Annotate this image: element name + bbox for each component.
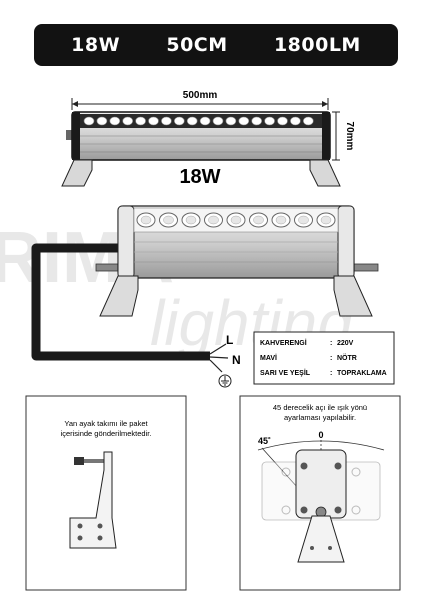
bracket-note-1: Yan ayak takımı ile paket bbox=[64, 419, 148, 428]
led-top-7 bbox=[161, 116, 172, 126]
endcap-screw-3 bbox=[300, 506, 308, 514]
led-main-lens-6 bbox=[253, 215, 264, 225]
led-main-lens-1 bbox=[140, 215, 152, 225]
led-main-lens-3 bbox=[185, 215, 197, 225]
width-label: 500mm bbox=[183, 90, 218, 101]
angle-panel: 45 derecelik açı ile ışık yönü ayarlamas… bbox=[239, 395, 401, 591]
angle-bracket-hole-1 bbox=[310, 546, 314, 550]
led-row-main bbox=[136, 212, 336, 228]
height-dimension: 70mm bbox=[332, 111, 355, 161]
led-main-lens-8 bbox=[298, 215, 309, 225]
length-spec: 50CM bbox=[166, 34, 228, 56]
endcap-screw-2 bbox=[334, 462, 342, 470]
wire-color-2: MAVİ bbox=[260, 354, 277, 362]
led-top-2 bbox=[96, 116, 108, 126]
angle-label: 45˚ bbox=[258, 436, 271, 446]
led-top-16 bbox=[277, 116, 288, 126]
left-foot bbox=[61, 159, 93, 187]
led-top-13 bbox=[238, 116, 250, 126]
led-top-9 bbox=[186, 116, 198, 126]
led-top-1 bbox=[83, 116, 95, 126]
wire-sep-2: : bbox=[330, 355, 332, 362]
led-top-8 bbox=[174, 116, 185, 126]
endcap-screw-1 bbox=[300, 462, 308, 470]
angle-note-2: ayarlaması yapılabilir. bbox=[284, 413, 356, 422]
bracket-note-2: içerisinde gönderilmektedir. bbox=[61, 429, 152, 438]
wire-color-3: SARI VE YEŞİL bbox=[260, 369, 311, 377]
angle-note-1: 45 derecelik açı ile ışık yönü bbox=[273, 403, 367, 412]
main-right-foot bbox=[333, 275, 373, 317]
width-dimension: 500mm bbox=[71, 90, 329, 110]
bolt-head bbox=[74, 457, 84, 465]
height-label: 70mm bbox=[344, 122, 355, 151]
wire-function-2: NÖTR bbox=[337, 353, 357, 362]
led-main-lens-7 bbox=[275, 215, 287, 225]
led-main-lens-4 bbox=[208, 215, 219, 225]
led-top-12 bbox=[225, 116, 237, 126]
led-row-top bbox=[83, 116, 314, 126]
led-top-17 bbox=[290, 116, 301, 126]
power-cable bbox=[31, 243, 210, 361]
ground-icon bbox=[218, 374, 232, 388]
led-top-18 bbox=[302, 116, 314, 126]
wire-function-1: 220V bbox=[337, 340, 354, 347]
wire-ends: L N bbox=[209, 333, 241, 388]
wire-sep-1: : bbox=[330, 340, 332, 347]
main-left-foot bbox=[99, 275, 139, 317]
led-top-6 bbox=[148, 116, 159, 126]
angle-bracket bbox=[297, 515, 345, 563]
wire-sep-3: : bbox=[330, 370, 332, 377]
led-top-3 bbox=[109, 116, 121, 126]
led-top-11 bbox=[212, 116, 224, 126]
bracket-panel: Yan ayak takımı ile paket içerisinde gön… bbox=[25, 395, 187, 591]
lumen-spec: 1800LM bbox=[273, 34, 361, 56]
bracket-hole-4 bbox=[97, 535, 103, 541]
led-top-10 bbox=[199, 116, 211, 126]
power-spec: 18W bbox=[71, 34, 121, 56]
bracket-hole-1 bbox=[77, 523, 83, 529]
led-top-15 bbox=[264, 116, 275, 126]
led-main-lens-9 bbox=[320, 215, 332, 225]
spec-banner: 18W 50CM 1800LM bbox=[34, 24, 398, 66]
angle-bracket-hole-2 bbox=[328, 546, 332, 550]
model-label: 18W bbox=[179, 166, 220, 188]
bracket-hole-2 bbox=[97, 523, 103, 529]
led-top-5 bbox=[135, 116, 146, 126]
terminal-n: N bbox=[232, 353, 241, 367]
right-foot bbox=[309, 159, 341, 187]
endcap-screw-4 bbox=[334, 506, 342, 514]
terminal-l: L bbox=[226, 333, 233, 347]
led-main-lens-2 bbox=[163, 215, 174, 225]
top-fixture: 18W bbox=[61, 111, 341, 188]
wire-color-1: KAHVERENGİ bbox=[260, 339, 307, 347]
zero-label: 0 bbox=[318, 430, 323, 440]
wire-function-3: TOPRAKLAMA bbox=[337, 370, 387, 377]
led-main-lens-5 bbox=[230, 215, 242, 225]
main-fixture bbox=[95, 205, 379, 317]
led-top-14 bbox=[251, 116, 263, 126]
led-top-4 bbox=[122, 116, 133, 126]
bracket-hole-3 bbox=[77, 535, 83, 541]
bolt-shaft bbox=[84, 459, 104, 463]
